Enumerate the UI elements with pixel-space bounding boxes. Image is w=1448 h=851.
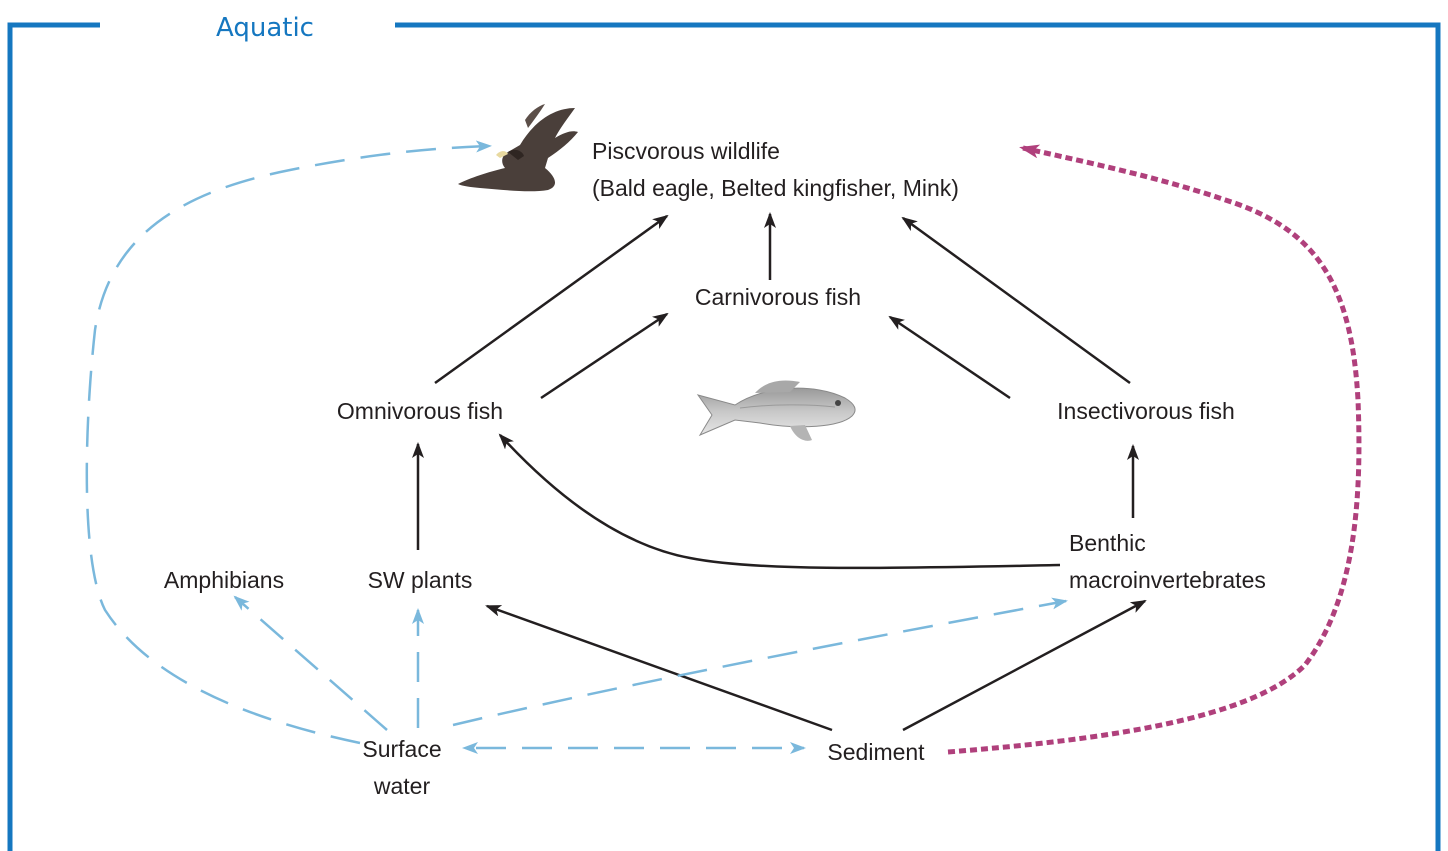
arrow-insectivorous-to-piscivorous — [903, 218, 1130, 383]
arrow-omnivorous-to-carnivorous — [541, 314, 667, 398]
arrow-insectivorous-to-carnivorous — [890, 317, 1010, 398]
node-insectivorous-fish: Insectivorous fish — [1057, 398, 1235, 424]
bass-fish-icon — [698, 380, 855, 440]
piscivorous-label-line2: (Bald eagle, Belted kingfisher, Mink) — [592, 175, 959, 201]
node-piscivorous-wildlife: Piscvorous wildlife (Bald eagle, Belted … — [592, 138, 959, 201]
benthic-label-line1: Benthic — [1069, 530, 1146, 556]
surface-water-label-line2: water — [373, 773, 431, 799]
node-sw-plants: SW plants — [368, 567, 473, 593]
arrow-surfacewater-to-benthic — [453, 601, 1066, 725]
node-benthic-macroinvertebrates: Benthic macroinvertebrates — [1069, 530, 1266, 593]
node-carnivorous-fish: Carnivorous fish — [695, 284, 861, 310]
node-amphibians: Amphibians — [164, 567, 284, 593]
panel-title: Aquatic — [216, 13, 314, 43]
node-surface-water: Surface water — [362, 736, 441, 799]
node-omnivorous-fish: Omnivorous fish — [337, 398, 503, 424]
arrow-surfacewater-to-piscivorous — [87, 146, 490, 743]
arrow-omnivorous-to-piscivorous — [435, 216, 667, 383]
arrow-sediment-to-piscivorous — [948, 148, 1359, 752]
arrow-surfacewater-to-amphibians — [235, 597, 387, 730]
arrow-sediment-to-benthic — [903, 601, 1145, 730]
node-sediment: Sediment — [827, 739, 925, 765]
surface-water-label-line1: Surface — [362, 736, 441, 762]
arrow-benthic-to-omnivorous — [500, 435, 1060, 568]
exposure-arrows — [87, 146, 1066, 748]
arrow-sediment-to-swplants — [487, 606, 832, 730]
benthic-label-line2: macroinvertebrates — [1069, 567, 1266, 593]
piscivorous-label-line1: Piscvorous wildlife — [592, 138, 780, 164]
